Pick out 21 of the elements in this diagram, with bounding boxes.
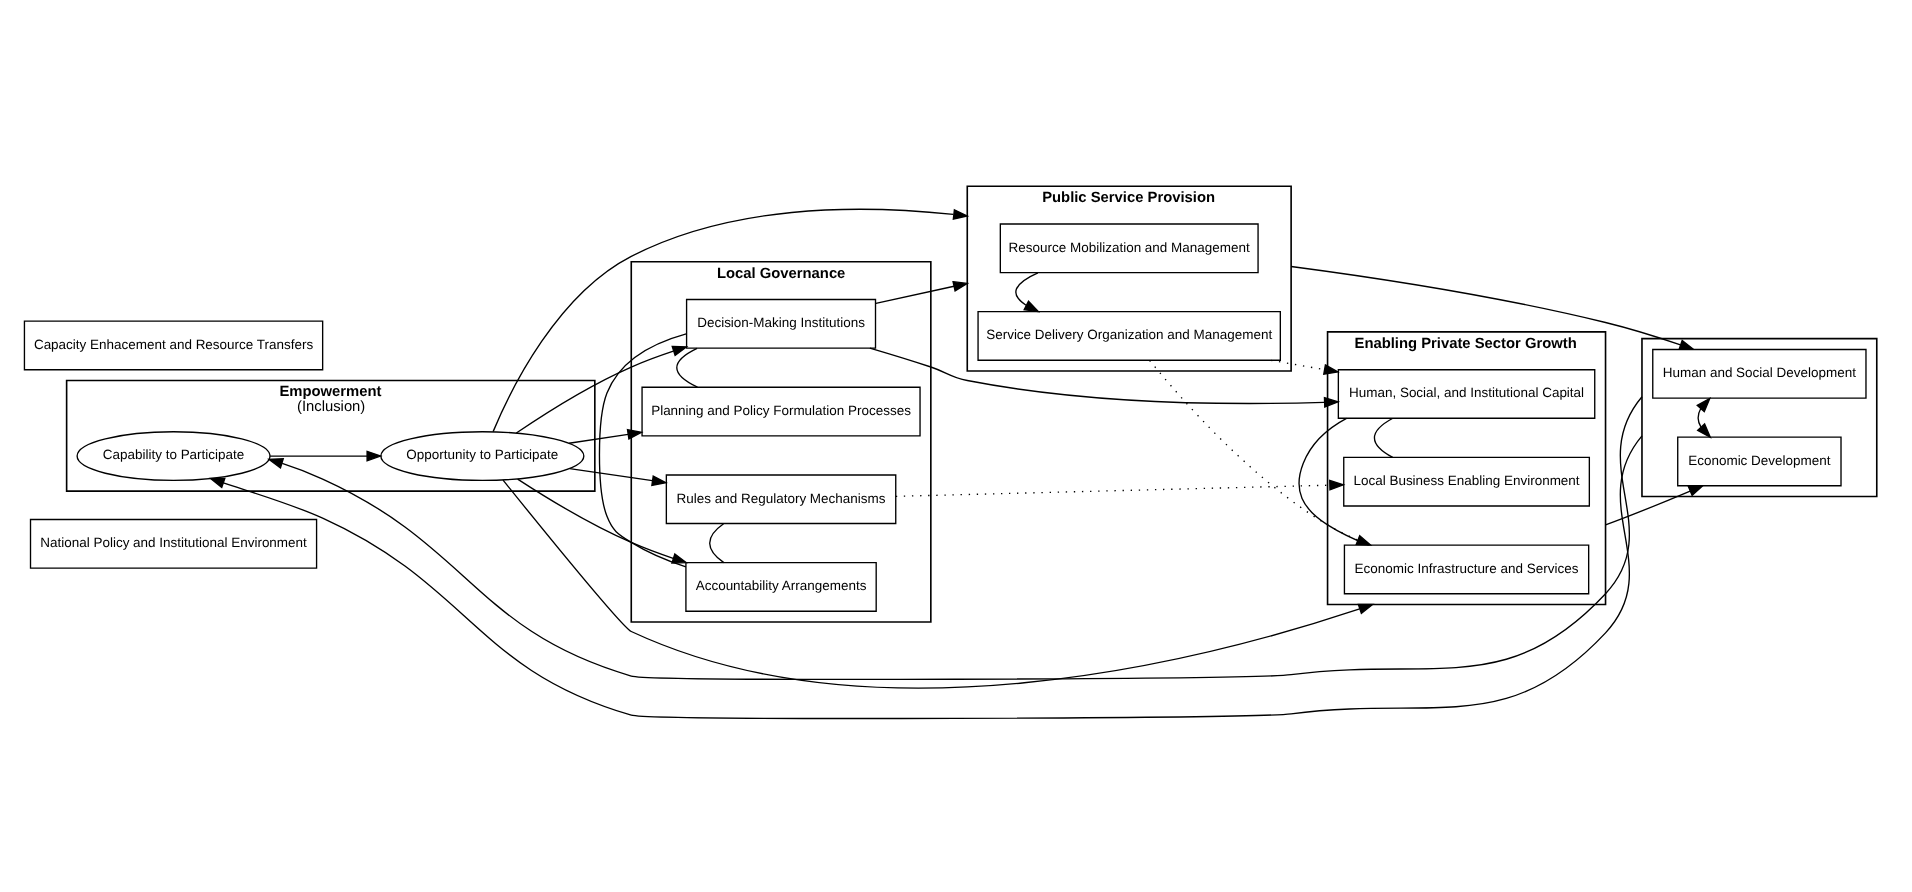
- arrow: [875, 279, 970, 304]
- arrow: [267, 395, 1643, 680]
- arrow: [1290, 264, 1696, 350]
- arrow: [569, 466, 668, 486]
- arrow: [1696, 396, 1712, 438]
- arrow: [515, 344, 689, 433]
- connector: [598, 332, 687, 567]
- arrow: [869, 346, 1341, 408]
- arrow: [492, 207, 970, 432]
- arrow: [1604, 483, 1705, 525]
- arrow: [568, 427, 644, 443]
- arrow: [208, 434, 1643, 719]
- connector: [676, 346, 699, 387]
- arrow: [269, 449, 383, 461]
- arrow: [517, 477, 689, 563]
- arrow: [1270, 358, 1340, 375]
- connector: [1298, 416, 1370, 545]
- connector: [1373, 416, 1394, 458]
- arrow: [895, 478, 1346, 496]
- arrow: [1015, 271, 1041, 312]
- connector: [709, 522, 725, 563]
